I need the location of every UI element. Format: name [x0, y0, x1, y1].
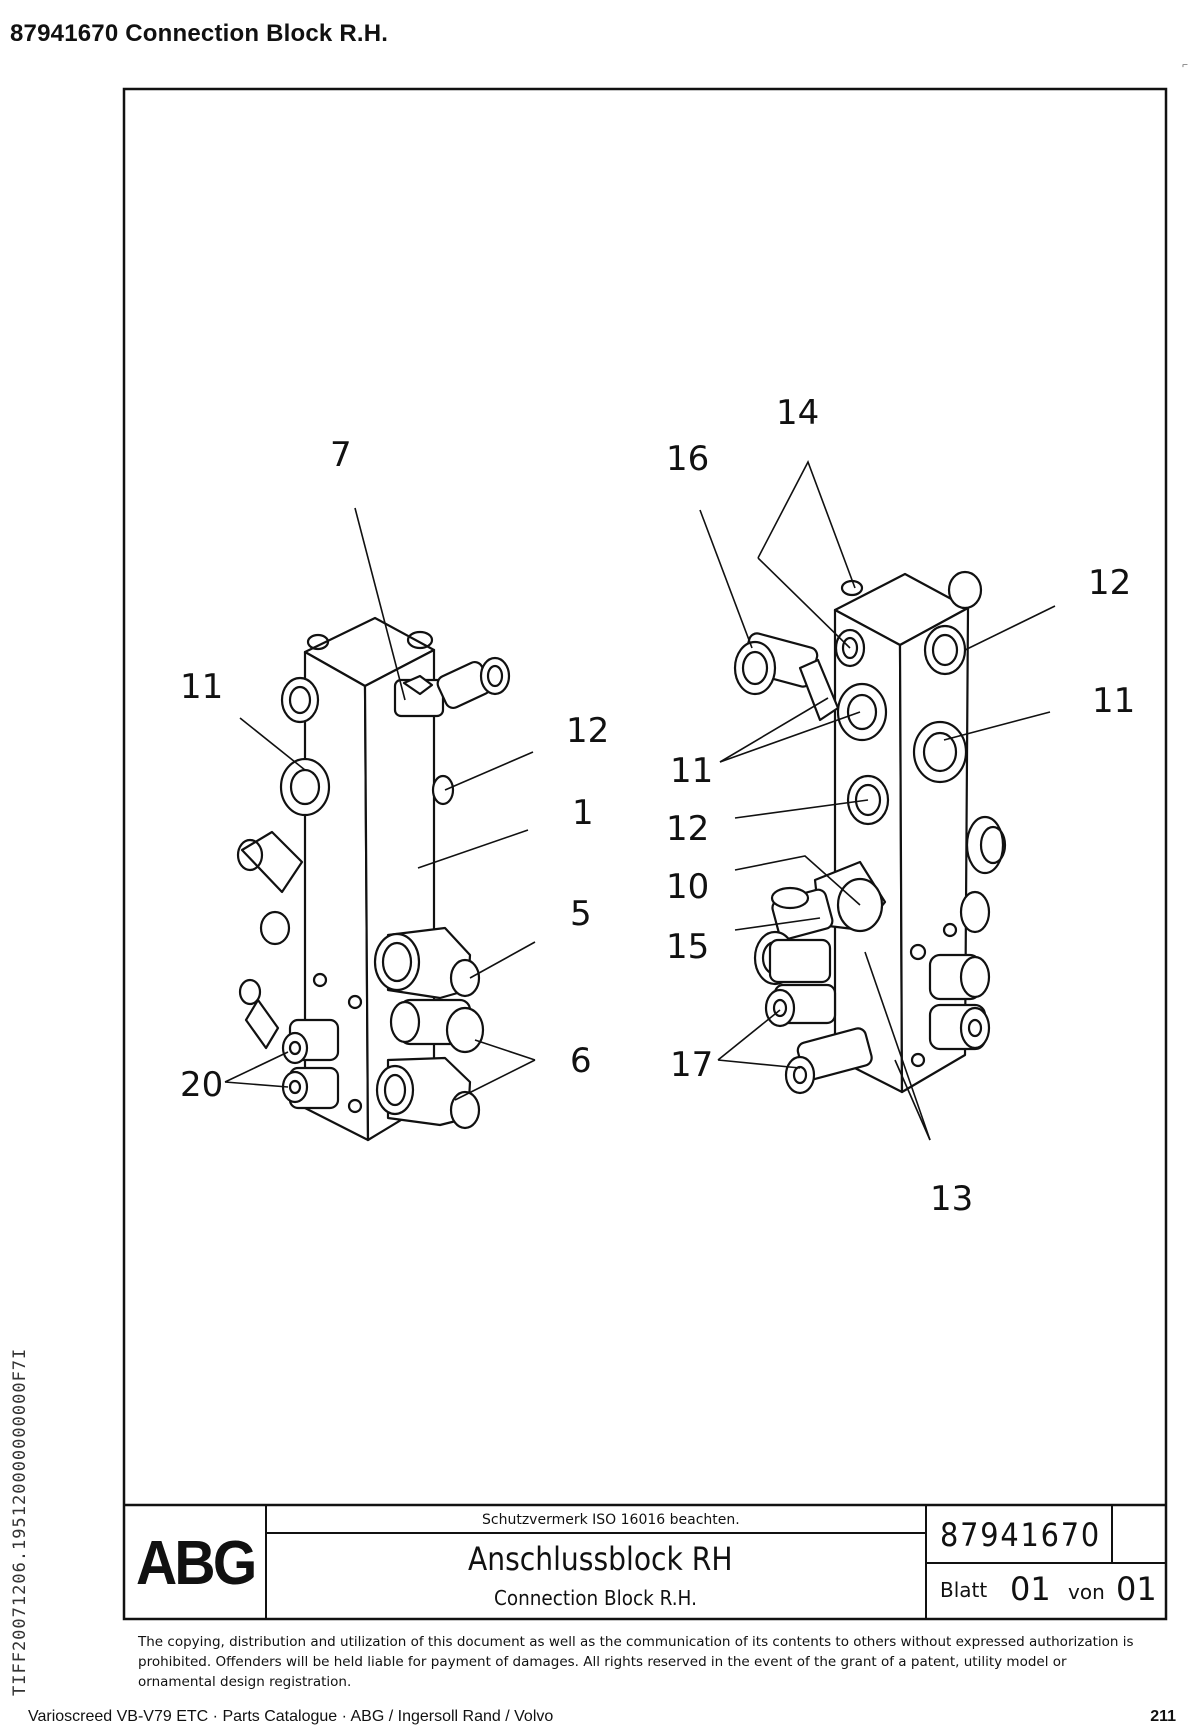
- page-number: 211: [1150, 1708, 1176, 1725]
- right-leader-lines: [699, 460, 1056, 1141]
- drawing-title-de: Anschlussblock RH: [468, 1540, 733, 1578]
- copyright-notice: The copying, distribution and utilizatio…: [138, 1634, 1134, 1690]
- sheet-label: Blatt: [940, 1578, 988, 1602]
- callout-12: 12: [666, 809, 709, 849]
- callout-14: 14: [776, 393, 819, 433]
- abg-logo: ABG: [136, 1529, 257, 1598]
- callout-13: 13: [930, 1179, 973, 1219]
- corner-tick: ⌐: [1182, 60, 1188, 71]
- protection-notice: Schutzvermerk ISO 16016 beachten.: [482, 1512, 740, 1528]
- callout-17: 17: [670, 1045, 713, 1085]
- callout-labels: 7 11 12 1 5 6 20 14 16 12 11 11 12 10 15…: [180, 393, 1135, 1219]
- callout-12: 12: [1088, 563, 1131, 603]
- callout-11: 11: [670, 751, 713, 791]
- left-leader-lines: [224, 507, 536, 1101]
- footer-catalogue-info: Varioscreed VB-V79 ETC · Parts Catalogue…: [28, 1708, 554, 1725]
- callout-12: 12: [566, 711, 609, 751]
- sheet-number: 01: [1010, 1570, 1051, 1608]
- callout-7: 7: [330, 435, 352, 475]
- drawing-title-en: Connection Block R.H.: [494, 1586, 697, 1610]
- callout-5: 5: [570, 894, 592, 934]
- page-title: 87941670 Connection Block R.H.: [10, 20, 389, 47]
- drawing-part-number: 87941670: [940, 1516, 1101, 1554]
- callout-6: 6: [570, 1041, 592, 1081]
- callout-16: 16: [666, 439, 709, 479]
- page-footer: Varioscreed VB-V79 ETC · Parts Catalogue…: [0, 1704, 1200, 1732]
- callout-11: 11: [180, 667, 223, 707]
- callout-11: 11: [1092, 681, 1135, 721]
- callout-20: 20: [180, 1065, 223, 1105]
- left-connection-block: [236, 616, 511, 1142]
- callout-15: 15: [666, 927, 709, 967]
- callout-1: 1: [572, 793, 594, 833]
- right-connection-block: [733, 570, 1007, 1095]
- title-block-grid: [124, 1505, 1166, 1620]
- sheet-total: 01: [1116, 1570, 1157, 1608]
- of-label: von: [1068, 1580, 1105, 1604]
- callout-10: 10: [666, 867, 709, 907]
